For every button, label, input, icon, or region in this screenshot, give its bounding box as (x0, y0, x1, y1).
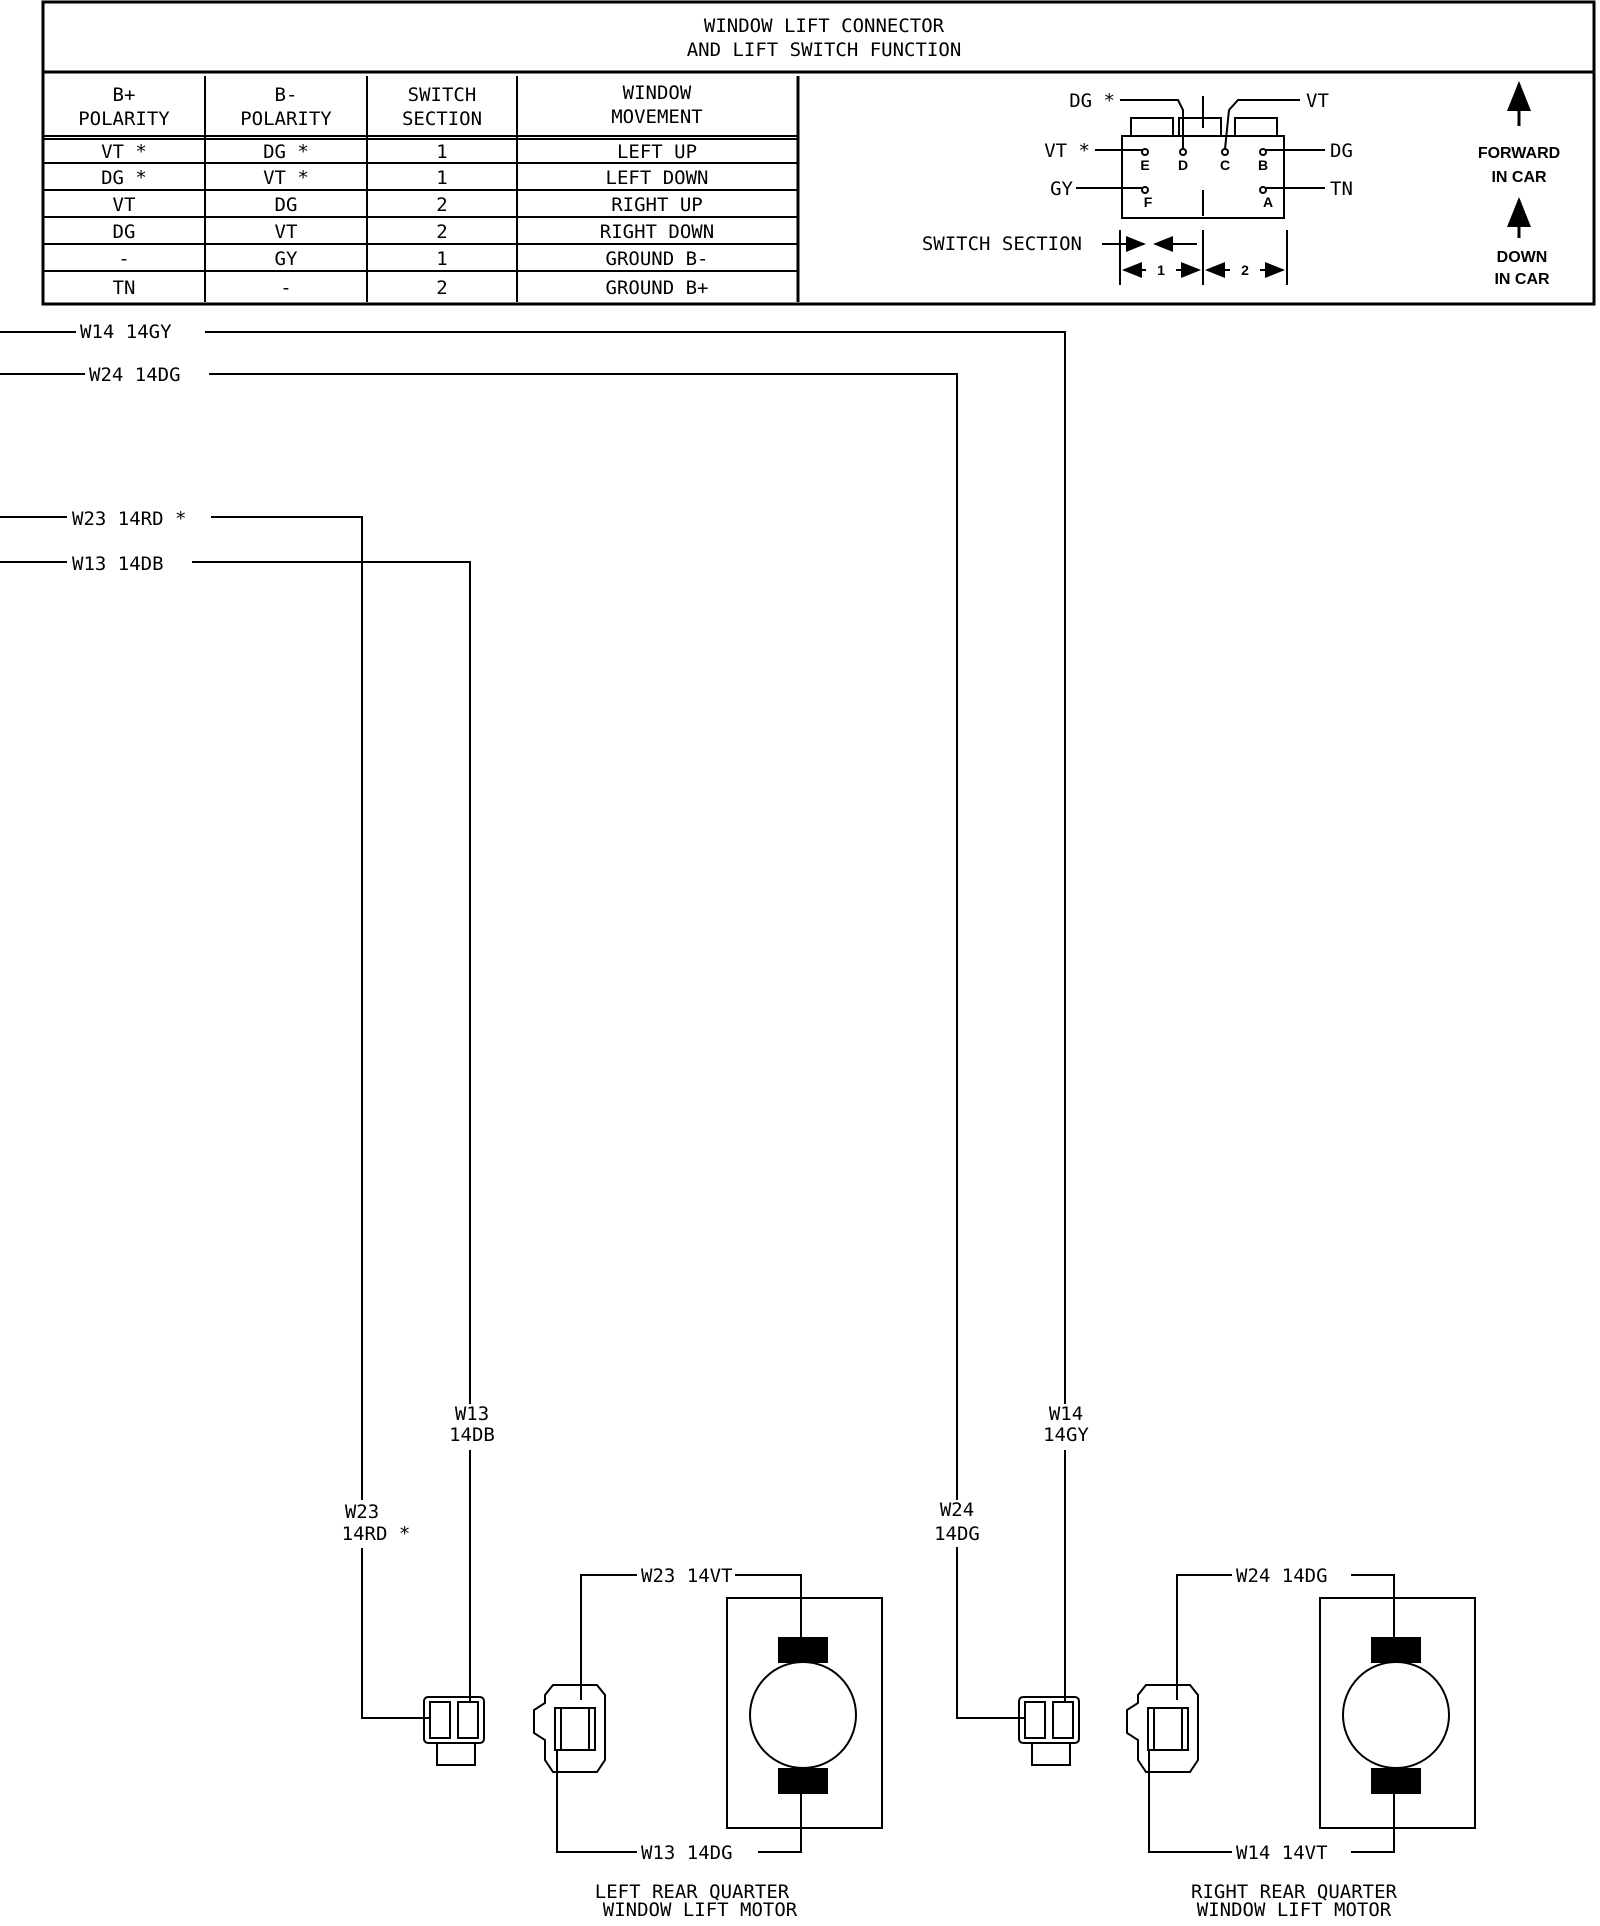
down-label-2: IN CAR (1494, 271, 1550, 288)
down-label-1: DOWN (1497, 249, 1548, 266)
wire-w24: W24 14DG W24 14DG (0, 364, 1025, 1719)
cell: RIGHT UP (611, 194, 703, 216)
lead-dg-right: DG (1330, 140, 1353, 162)
header-bplus-1: B+ (113, 84, 136, 106)
cell: VT (113, 194, 136, 216)
pin-f-label: F (1144, 194, 1153, 210)
cell: DG * (101, 167, 147, 189)
cell: VT (275, 221, 298, 243)
wire-w14-top-label: W14 14GY (80, 321, 172, 343)
pin-b-label: B (1258, 157, 1268, 173)
wire-w14: W14 14GY W14 14GY (0, 321, 1089, 1703)
left-motor-label-2: WINDOW LIFT MOTOR (603, 1899, 798, 1921)
cell: - (280, 277, 291, 299)
cell: LEFT DOWN (606, 167, 709, 189)
right-harness-connector (1018, 1696, 1080, 1766)
right-motor (1319, 1597, 1476, 1829)
header-window-1: WINDOW (623, 82, 692, 104)
function-table: WINDOW LIFT CONNECTOR AND LIFT SWITCH FU… (41, 0, 1596, 306)
left-motor (726, 1597, 883, 1829)
wire-w13-top-label: W13 14DB (72, 553, 164, 575)
cell: LEFT UP (617, 141, 697, 163)
section-2-label: 2 (1241, 262, 1249, 278)
header-switch-1: SWITCH (408, 84, 477, 106)
header-bminus-1: B- (275, 84, 298, 106)
pin-a-label: A (1263, 194, 1273, 210)
wire-w14-vert-2: 14GY (1043, 1424, 1089, 1446)
lead-gy-left: GY (1050, 178, 1073, 200)
pin-c-label: C (1220, 157, 1230, 173)
lead-tn-right: TN (1330, 178, 1353, 200)
cell: GROUND B- (606, 248, 709, 270)
forward-label-2: IN CAR (1491, 169, 1547, 186)
wire-w14-vert-1: W14 (1049, 1403, 1083, 1425)
wire-w24-vert-2: 14DG (934, 1523, 980, 1545)
forward-label-1: FORWARD (1478, 145, 1560, 162)
table-row: TN - 2 GROUND B+ (113, 277, 709, 299)
cell: - (118, 248, 129, 270)
pin-e-label: E (1140, 157, 1149, 173)
cell: VT * (101, 141, 147, 163)
left-motor-label-1: LEFT REAR QUARTER (595, 1881, 790, 1903)
section-1-label: 1 (1157, 262, 1165, 278)
right-motor-top-wire: W24 14DG (1236, 1565, 1328, 1587)
table-row: DG VT 2 RIGHT DOWN (113, 221, 715, 243)
right-motor-connector (1126, 1684, 1199, 1773)
cell: 1 (436, 167, 447, 189)
cell: 2 (436, 221, 447, 243)
lead-vt-left: VT * (1044, 140, 1090, 162)
connector-view: E D C B F A DG * VT VT * GY DG TN SWITCH… (922, 81, 1560, 288)
cell: 1 (436, 248, 447, 270)
wire-w23: W23 14RD * W23 14RD * (0, 508, 430, 1719)
left-motor-bottom-wire: W13 14DG (641, 1842, 733, 1864)
header-bplus-2: POLARITY (78, 108, 170, 130)
right-motor-assembly: W24 14DG W14 14VT RIGHT REAR QUARTER WIN… (1018, 1565, 1476, 1921)
wire-w13: W13 14DB W13 14DB (0, 553, 495, 1703)
table-title-line1: WINDOW LIFT CONNECTOR (704, 15, 945, 37)
header-switch-2: SECTION (402, 108, 482, 130)
right-motor-label-2: WINDOW LIFT MOTOR (1197, 1899, 1392, 1921)
cell: 2 (436, 194, 447, 216)
wire-w24-vert-1: W24 (940, 1499, 974, 1521)
cell: 1 (436, 141, 447, 163)
cell: VT * (263, 167, 309, 189)
cell: 2 (436, 277, 447, 299)
header-window-2: MOVEMENT (611, 106, 703, 128)
left-harness-connector (423, 1696, 485, 1766)
lead-vt-top: VT (1306, 90, 1329, 112)
wire-w13-vert-2: 14DB (449, 1424, 495, 1446)
left-motor-connector (533, 1684, 606, 1773)
right-motor-label-1: RIGHT REAR QUARTER (1191, 1881, 1397, 1903)
left-motor-assembly: W23 14VT W13 14DG LEFT REAR QUARTER WIND… (423, 1565, 883, 1921)
cell: GY (275, 248, 298, 270)
lead-dg-top: DG * (1069, 90, 1115, 112)
wire-w23-vert-1: W23 (345, 1501, 379, 1523)
wire-w23-top-label: W23 14RD * (72, 508, 186, 530)
left-motor-top-wire: W23 14VT (641, 1565, 733, 1587)
switch-section-label: SWITCH SECTION (922, 233, 1082, 255)
table-row: VT * DG * 1 LEFT UP (101, 141, 697, 163)
pin-d-label: D (1178, 157, 1188, 173)
cell: DG * (263, 141, 309, 163)
cell: DG (113, 221, 136, 243)
cell: DG (275, 194, 298, 216)
wire-w13-vert-1: W13 (455, 1403, 489, 1425)
table-row: DG * VT * 1 LEFT DOWN (101, 167, 708, 189)
cell: TN (113, 277, 136, 299)
table-row: - GY 1 GROUND B- (118, 248, 708, 270)
wire-w24-top-label: W24 14DG (89, 364, 181, 386)
table-title-line2: AND LIFT SWITCH FUNCTION (687, 39, 962, 61)
table-row: VT DG 2 RIGHT UP (113, 194, 703, 216)
wire-w23-vert-2: 14RD * (342, 1523, 411, 1545)
right-motor-bottom-wire: W14 14VT (1236, 1842, 1328, 1864)
cell: GROUND B+ (606, 277, 709, 299)
cell: RIGHT DOWN (600, 221, 714, 243)
header-bminus-2: POLARITY (240, 108, 332, 130)
